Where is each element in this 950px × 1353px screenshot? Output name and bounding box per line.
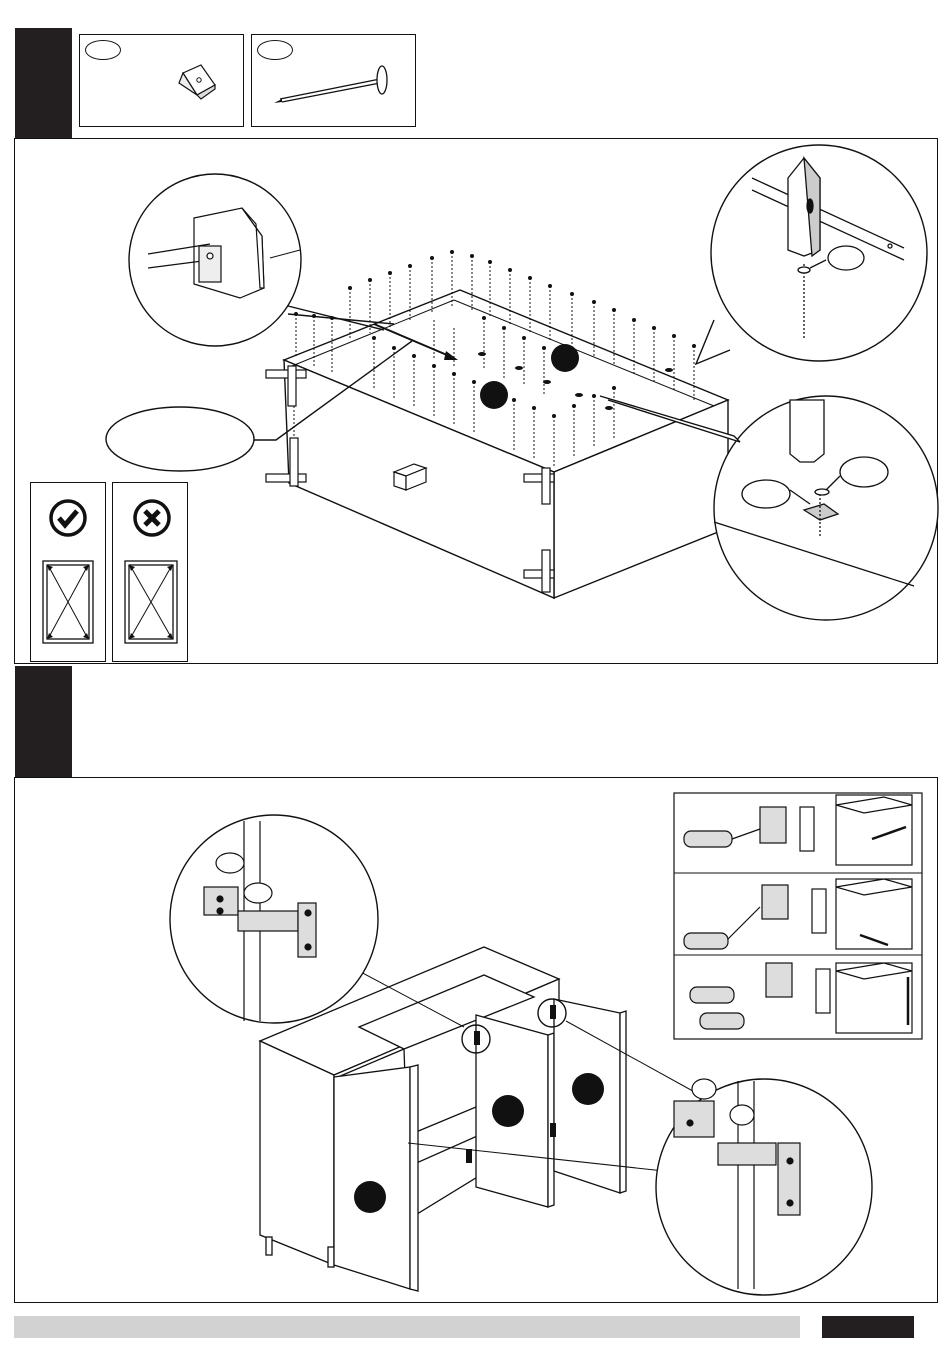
footer-bar: [14, 1316, 800, 1338]
door-left: [334, 1067, 410, 1289]
part-marker-dot: [480, 381, 508, 409]
wrong-placement-box: [112, 482, 188, 662]
step-1-tab: [15, 28, 72, 144]
part-box-nail: [251, 34, 416, 127]
step-2-tab: [15, 666, 72, 778]
panel-wrong-diagram: [123, 559, 179, 645]
correct-placement-box: [30, 482, 106, 662]
nail-icon: [272, 55, 402, 115]
page-number-block: [822, 1316, 914, 1338]
clip-icon: [175, 63, 219, 103]
cross-circle-icon: [133, 499, 171, 537]
check-circle-icon: [49, 499, 87, 537]
part-label-bubble: [85, 40, 121, 60]
cabinet-body: [284, 290, 728, 598]
callout-bubble: [106, 407, 254, 471]
door-marker-dot: [354, 1181, 386, 1213]
step-2-illustration: [14, 777, 938, 1303]
door-marker-dot: [492, 1095, 524, 1127]
part-marker-dot: [551, 344, 579, 372]
part-box-clip: [79, 34, 244, 127]
door-marker-dot: [572, 1073, 604, 1105]
panel-correct-diagram: [41, 559, 95, 645]
